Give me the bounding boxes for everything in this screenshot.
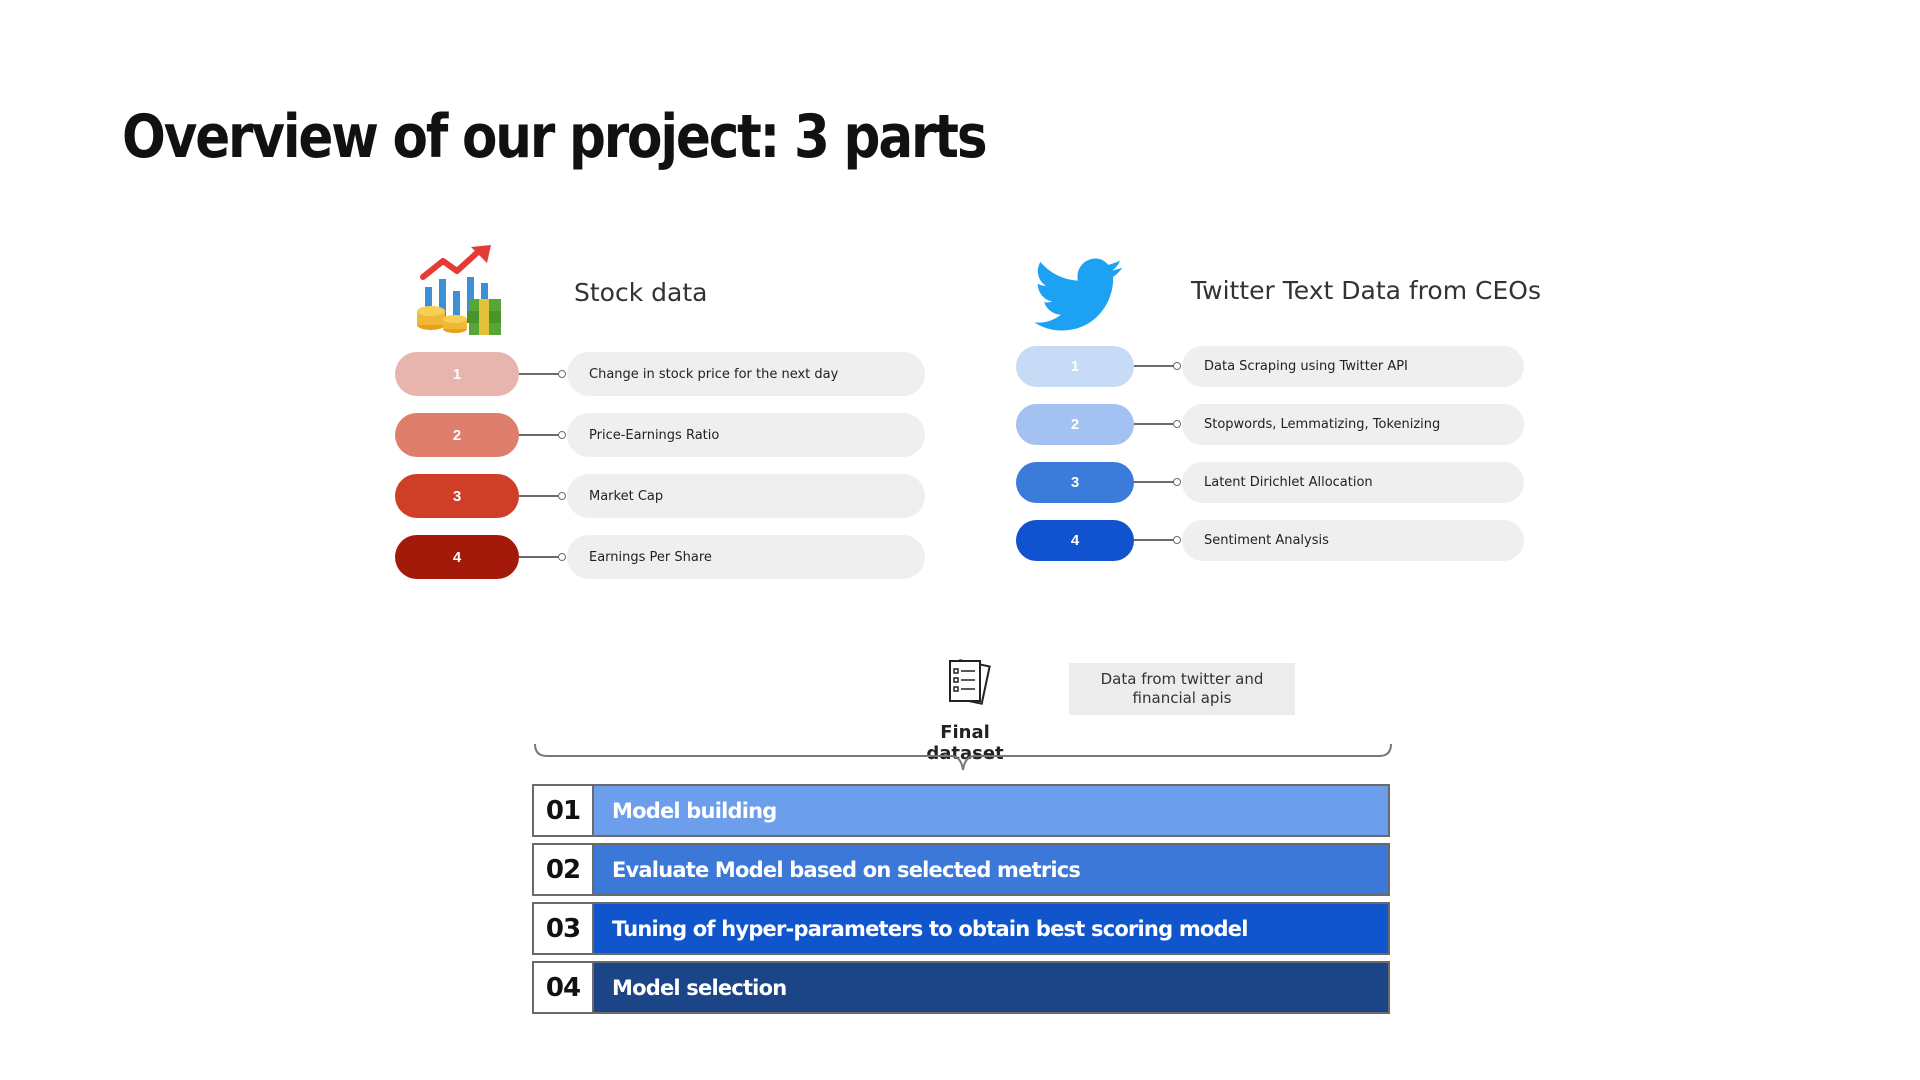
twitter-item-label: Stopwords, Lemmatizing, Tokenizing <box>1182 404 1524 445</box>
twitter-item-4: 4 Sentiment Analysis <box>1016 520 1524 564</box>
step-number: 03 <box>534 904 594 953</box>
step-label: Evaluate Model based on selected metrics <box>594 845 1388 894</box>
step-row-1: 01 Model building <box>532 784 1390 837</box>
stock-item-number: 4 <box>395 535 519 579</box>
stock-item-label: Market Cap <box>567 474 925 518</box>
twitter-heading: Twitter Text Data from CEOs <box>1191 276 1541 305</box>
stock-item-2: 2 Price-Earnings Ratio <box>395 413 925 457</box>
stock-icon <box>413 243 509 339</box>
connector-dot <box>1173 420 1181 428</box>
data-source-note: Data from twitter and financial apis <box>1069 663 1295 715</box>
step-number: 04 <box>534 963 594 1012</box>
connector-line <box>1134 481 1176 483</box>
twitter-item-label: Latent Dirichlet Allocation <box>1182 462 1524 503</box>
stock-heading: Stock data <box>574 278 708 307</box>
final-dataset-label: Final dataset <box>926 722 1004 764</box>
connector-dot <box>558 370 566 378</box>
twitter-item-3: 3 Latent Dirichlet Allocation <box>1016 462 1524 506</box>
connector-dot <box>558 492 566 500</box>
document-list-icon <box>942 657 992 712</box>
step-number: 01 <box>534 786 594 835</box>
twitter-item-2: 2 Stopwords, Lemmatizing, Tokenizing <box>1016 404 1524 448</box>
connector-dot <box>1173 478 1181 486</box>
curly-brace <box>533 740 1393 779</box>
stock-item-number: 3 <box>395 474 519 518</box>
stock-item-label: Earnings Per Share <box>567 535 925 579</box>
twitter-item-1: 1 Data Scraping using Twitter API <box>1016 346 1524 390</box>
connector-line <box>519 556 561 558</box>
stock-item-3: 3 Market Cap <box>395 474 925 518</box>
step-number: 02 <box>534 845 594 894</box>
connector-line <box>1134 539 1176 541</box>
connector-line <box>1134 365 1176 367</box>
stock-item-label: Price-Earnings Ratio <box>567 413 925 457</box>
stock-item-number: 1 <box>395 352 519 396</box>
step-row-2: 02 Evaluate Model based on selected metr… <box>532 843 1390 896</box>
step-label: Model building <box>594 786 1388 835</box>
stock-item-label: Change in stock price for the next day <box>567 352 925 396</box>
step-row-4: 04 Model selection <box>532 961 1390 1014</box>
connector-dot <box>1173 536 1181 544</box>
twitter-item-number: 1 <box>1016 346 1134 387</box>
twitter-item-number: 4 <box>1016 520 1134 561</box>
twitter-item-label: Data Scraping using Twitter API <box>1182 346 1524 387</box>
connector-dot <box>1173 362 1181 370</box>
connector-line <box>1134 423 1176 425</box>
stock-item-4: 4 Earnings Per Share <box>395 535 925 579</box>
connector-line <box>519 495 561 497</box>
connector-dot <box>558 553 566 561</box>
step-label: Tuning of hyper-parameters to obtain bes… <box>594 904 1388 953</box>
twitter-item-number: 2 <box>1016 404 1134 445</box>
step-label: Model selection <box>594 963 1388 1012</box>
connector-dot <box>558 431 566 439</box>
connector-line <box>519 373 561 375</box>
slide-title: Overview of our project: 3 parts <box>122 102 988 172</box>
step-row-3: 03 Tuning of hyper-parameters to obtain … <box>532 902 1390 955</box>
twitter-item-label: Sentiment Analysis <box>1182 520 1524 561</box>
stock-item-number: 2 <box>395 413 519 457</box>
stock-item-1: 1 Change in stock price for the next day <box>395 352 925 396</box>
twitter-bird-icon <box>1034 258 1124 334</box>
connector-line <box>519 434 561 436</box>
twitter-item-number: 3 <box>1016 462 1134 503</box>
